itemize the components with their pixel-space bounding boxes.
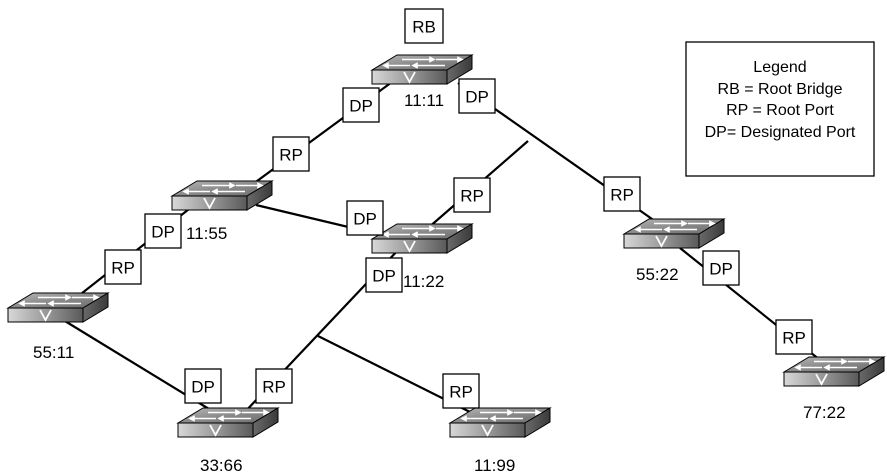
switch-label: 33:66 bbox=[200, 456, 243, 475]
switch-55-11: 55:11 bbox=[7, 292, 109, 362]
svg-text:RP: RP bbox=[610, 186, 634, 205]
port-box: RP bbox=[603, 176, 641, 212]
svg-text:DP: DP bbox=[372, 267, 396, 286]
switch-icon bbox=[623, 218, 725, 249]
switch-label: 11:55 bbox=[186, 224, 227, 243]
svg-text:DP: DP bbox=[151, 223, 175, 242]
port-box: DP bbox=[365, 257, 403, 293]
switch-11-55: 11:55 bbox=[171, 180, 273, 243]
svg-text:DP: DP bbox=[349, 97, 373, 116]
switch-icon bbox=[449, 407, 551, 438]
switch-label: 11:11 bbox=[404, 91, 444, 110]
switch-11-11: 11:11 bbox=[371, 54, 473, 110]
legend-title: Legend bbox=[753, 59, 806, 76]
port-box: RP bbox=[775, 319, 813, 355]
switch-icon bbox=[783, 356, 885, 387]
switch-55-22: 55:22 bbox=[623, 218, 725, 284]
svg-text:RP: RP bbox=[460, 187, 484, 206]
svg-text:RB: RB bbox=[412, 18, 436, 37]
switch-icon bbox=[177, 407, 279, 438]
switch-label: 11:22 bbox=[403, 272, 444, 291]
switch-icon bbox=[7, 292, 109, 323]
port-box: RP bbox=[255, 368, 293, 404]
switch-11-22: 11:22 bbox=[371, 223, 473, 291]
switch-label: 77:22 bbox=[803, 403, 846, 422]
port-box: DP bbox=[346, 200, 384, 236]
svg-text:RP: RP bbox=[449, 383, 473, 402]
port-box: DP bbox=[702, 250, 740, 286]
svg-text:RP: RP bbox=[782, 329, 806, 348]
port-box: DP bbox=[184, 368, 222, 404]
legend-dp: DP= Designated Port bbox=[705, 124, 856, 141]
svg-text:RP: RP bbox=[279, 146, 303, 165]
switch-77-22: 77:22 bbox=[783, 356, 885, 422]
switch-label: 11:99 bbox=[474, 456, 515, 475]
svg-text:DP: DP bbox=[191, 378, 215, 397]
svg-text:DP: DP bbox=[353, 210, 377, 229]
port-box: DP bbox=[342, 87, 380, 123]
legend: Legend RB = Root Bridge RP = Root Port D… bbox=[685, 41, 875, 177]
port-box: RP bbox=[104, 249, 142, 285]
svg-text:DP: DP bbox=[465, 88, 489, 107]
switch-label: 55:22 bbox=[636, 265, 679, 284]
switch-11-99: 11:99 bbox=[449, 407, 551, 475]
legend-rb: RB = Root Bridge bbox=[718, 81, 843, 98]
root-bridge-label: RB bbox=[404, 8, 444, 44]
svg-text:RP: RP bbox=[262, 378, 286, 397]
switch-33-66: 33:66 bbox=[177, 407, 279, 475]
svg-text:RP: RP bbox=[111, 259, 135, 278]
port-box: RP bbox=[442, 373, 480, 409]
port-box: DP bbox=[144, 213, 182, 249]
port-box: RP bbox=[272, 136, 310, 172]
port-box: RP bbox=[453, 177, 491, 213]
switch-icon bbox=[371, 223, 473, 254]
switch-icon bbox=[371, 54, 473, 85]
legend-rp: RP = Root Port bbox=[726, 102, 834, 119]
switch-label: 55:11 bbox=[33, 343, 74, 362]
svg-text:DP: DP bbox=[709, 260, 733, 279]
port-box: DP bbox=[458, 78, 496, 114]
